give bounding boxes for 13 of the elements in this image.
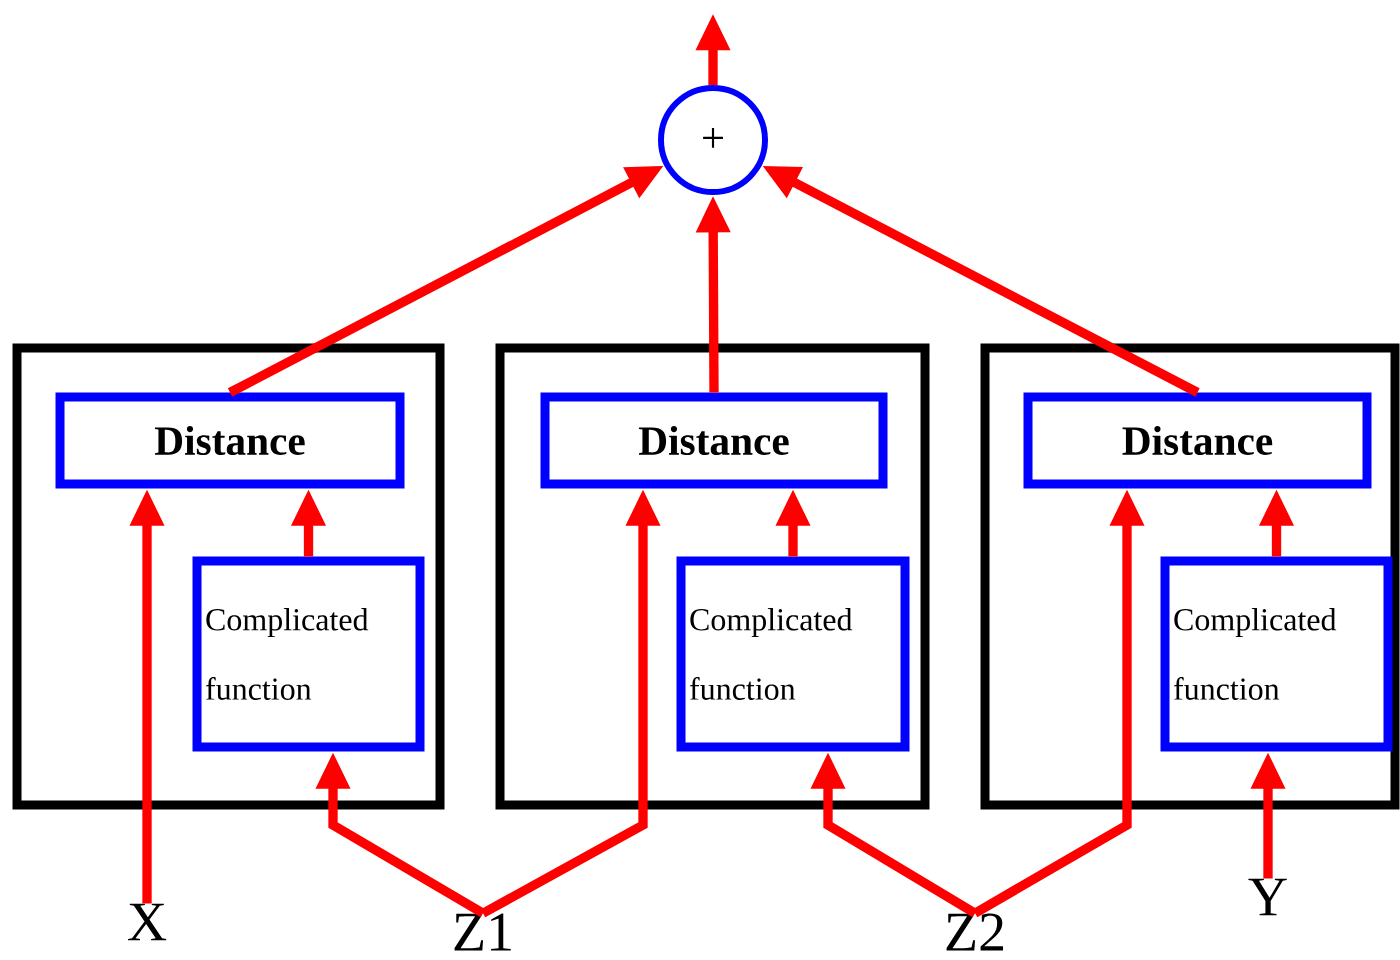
- distance-box: Distance: [540, 392, 888, 489]
- module-box: [980, 343, 1400, 810]
- input-label: Z1: [454, 913, 511, 951]
- input-label: Y: [1248, 878, 1287, 916]
- function-box: Complicated function: [192, 556, 425, 752]
- input-label: X: [128, 903, 167, 941]
- function-box: Complicated function: [1160, 556, 1393, 752]
- function-box: Complicated function: [676, 556, 910, 752]
- module-box: [495, 343, 930, 810]
- distance-box: Distance: [55, 392, 405, 489]
- module-box: [12, 343, 445, 810]
- distance-box: Distance: [1023, 392, 1372, 489]
- input-label: Z2: [946, 913, 1003, 951]
